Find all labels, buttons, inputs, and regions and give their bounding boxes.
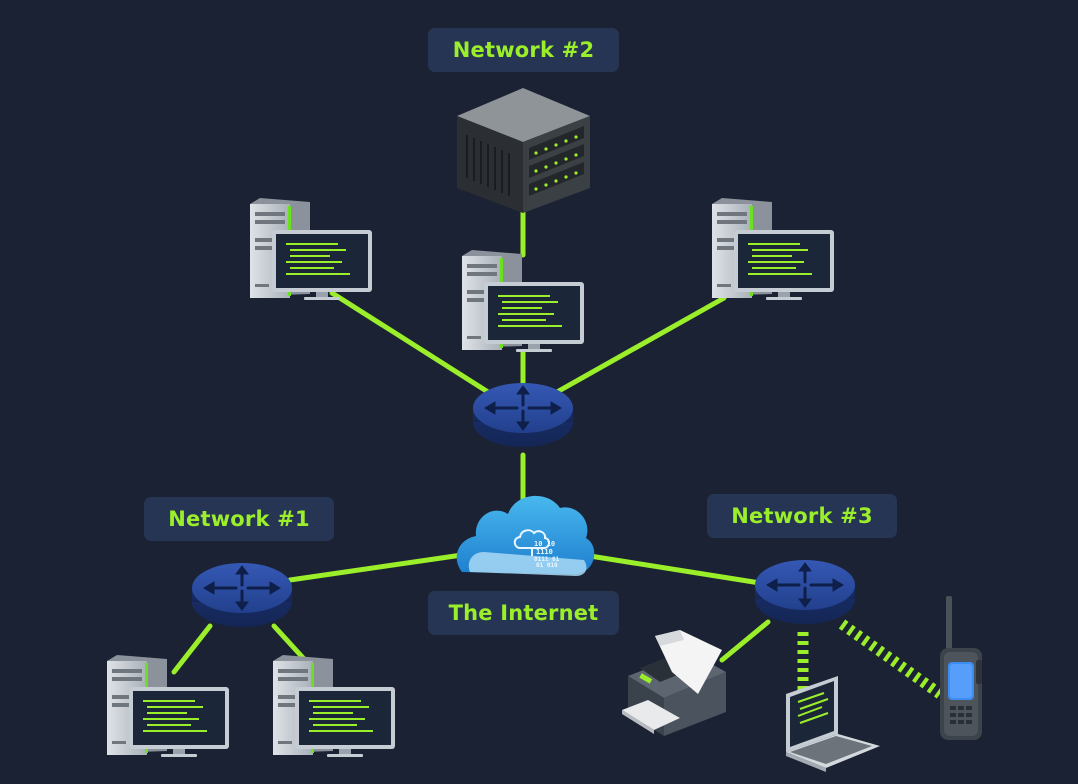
- router-icon: [471, 381, 575, 449]
- link-router3-printer: [719, 619, 771, 663]
- radio-icon: [940, 596, 982, 740]
- wireless-links: [797, 619, 944, 699]
- router-icon: [190, 561, 294, 629]
- network-links: [171, 209, 771, 675]
- link-router1-desktop-left: [171, 623, 213, 675]
- desktop-icon: [272, 654, 396, 758]
- cloud-binary-line: 01 010: [536, 562, 558, 569]
- network3-label: Network #3: [707, 494, 897, 538]
- network2-label: Network #2: [428, 28, 619, 72]
- printer-icon: [622, 630, 726, 736]
- cloud-binary-line: 0111 01: [534, 556, 560, 563]
- link-desktop-right-router2: [554, 295, 727, 395]
- link-router1-desktop-right: [271, 623, 308, 663]
- wireless-router3-radio: [838, 619, 944, 699]
- link-internet-router1: [287, 552, 465, 583]
- cloud-binary-line: 1110: [536, 548, 553, 556]
- internet-label: The Internet: [428, 591, 619, 635]
- desktop-icon: [249, 197, 373, 301]
- cloud-binary-line: 10 10: [534, 540, 555, 548]
- desktop-icon: [106, 654, 230, 758]
- desktop-icon: [711, 197, 835, 301]
- link-internet-router3: [587, 553, 763, 586]
- link-desktop-left-router2: [329, 290, 491, 395]
- rack-server-icon: [457, 88, 590, 213]
- router-icon: [753, 558, 857, 626]
- laptop-icon: [786, 676, 880, 772]
- desktop-icon: [461, 249, 585, 353]
- cloud-icon: 10 10 1110 0111 01 01 010: [456, 495, 595, 576]
- network1-label: Network #1: [144, 497, 334, 541]
